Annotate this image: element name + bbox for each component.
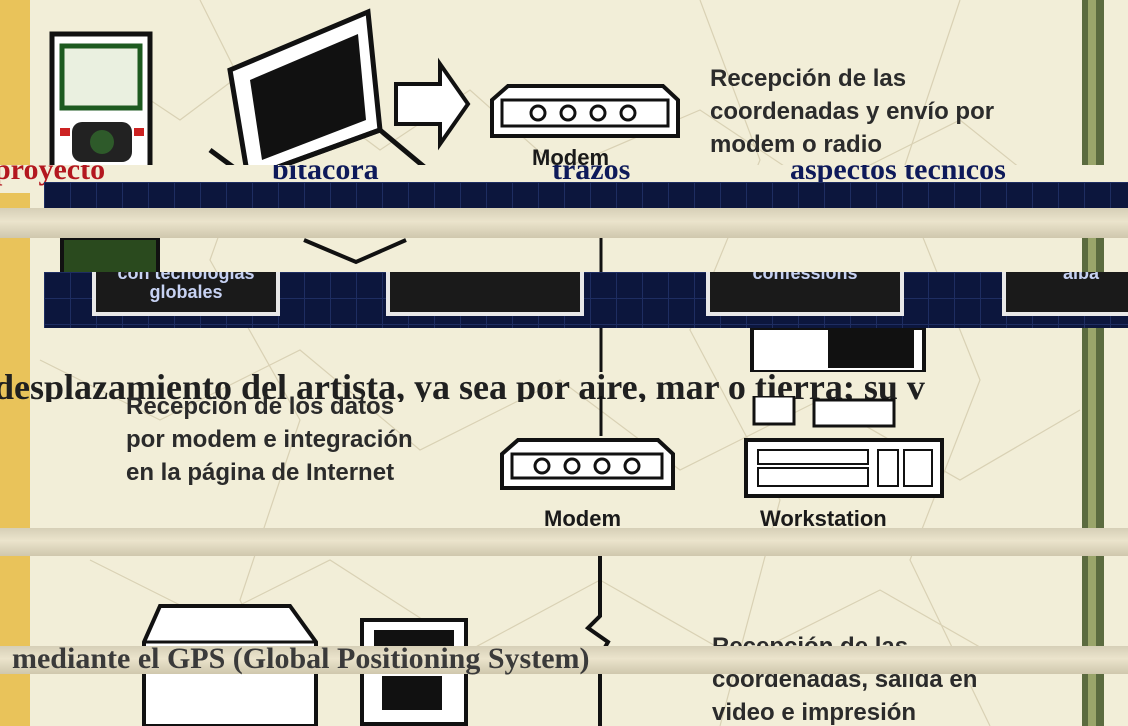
workstation-icon — [744, 396, 944, 498]
nav-button-tecnologias-globales-label: con tecnologías globales — [117, 272, 255, 302]
diagram-strip-top: Modem Recepción de las coordenadas y env… — [0, 0, 1128, 170]
nav-button-alba-label: alba — [1062, 272, 1100, 283]
modem-icon — [500, 438, 675, 490]
laptop-icon — [208, 8, 430, 170]
arrow-down-icon — [303, 238, 407, 265]
nav-button-banner: con tecnologías globales confessions alb… — [44, 272, 1128, 328]
radio-link-line — [599, 328, 603, 372]
diagram-strip-third: Recepción de las coordenadas, salida en … — [0, 556, 1128, 726]
gps-handheld-fragment-icon — [60, 238, 160, 274]
step2-text: Recepción de los datos por modem e integ… — [126, 396, 413, 486]
radio-link-zigzag — [584, 556, 611, 726]
arrow-right-icon — [394, 57, 471, 151]
torn-paper-band-2 — [0, 528, 1128, 556]
monitor-fragment-icon — [750, 328, 926, 372]
left-gold-bar — [0, 0, 30, 726]
nav-button-confessions[interactable]: confessions — [706, 272, 904, 316]
nav-button-blank[interactable] — [386, 272, 584, 316]
gps-handheld-icon — [49, 31, 153, 170]
step1-text: Recepción de las coordenadas y envío por… — [710, 65, 995, 158]
nav-button-alba[interactable]: alba — [1002, 272, 1128, 316]
nav-banner-top — [44, 182, 1128, 212]
modem-icon — [490, 84, 680, 138]
torn-paper-band-3: mediante el GPS (Global Positioning Syst… — [0, 642, 1128, 675]
radio-link-line — [599, 238, 603, 274]
diagram-strip-mid-1 — [0, 238, 1128, 274]
nav-item-trazos[interactable]: trazos — [552, 165, 631, 186]
nav-button-tecnologias-globales[interactable]: con tecnologías globales — [92, 272, 280, 316]
radio-link-line — [599, 396, 603, 436]
nav-item-bitacora[interactable]: bitácora — [272, 165, 379, 186]
workstation-label: Workstation — [760, 506, 887, 530]
step3-text: Recepción de las coordenadas, salida en … — [712, 633, 978, 726]
nav-item-proyecto[interactable]: proyecto — [0, 165, 106, 186]
diagram-strip-second: Recepción de los datos por modem e integ… — [0, 396, 1128, 530]
nav-item-aspectos-tecnicos[interactable]: aspectos técnicos — [790, 165, 1006, 186]
torn-paper-band-1 — [0, 208, 1128, 238]
diagram-strip-mid-2 — [0, 328, 1128, 372]
body-text-line-2: mediante el GPS (Global Positioning Syst… — [12, 642, 590, 675]
modem-label-second: Modem — [544, 506, 621, 530]
nav-button-confessions-label: confessions — [752, 272, 858, 283]
